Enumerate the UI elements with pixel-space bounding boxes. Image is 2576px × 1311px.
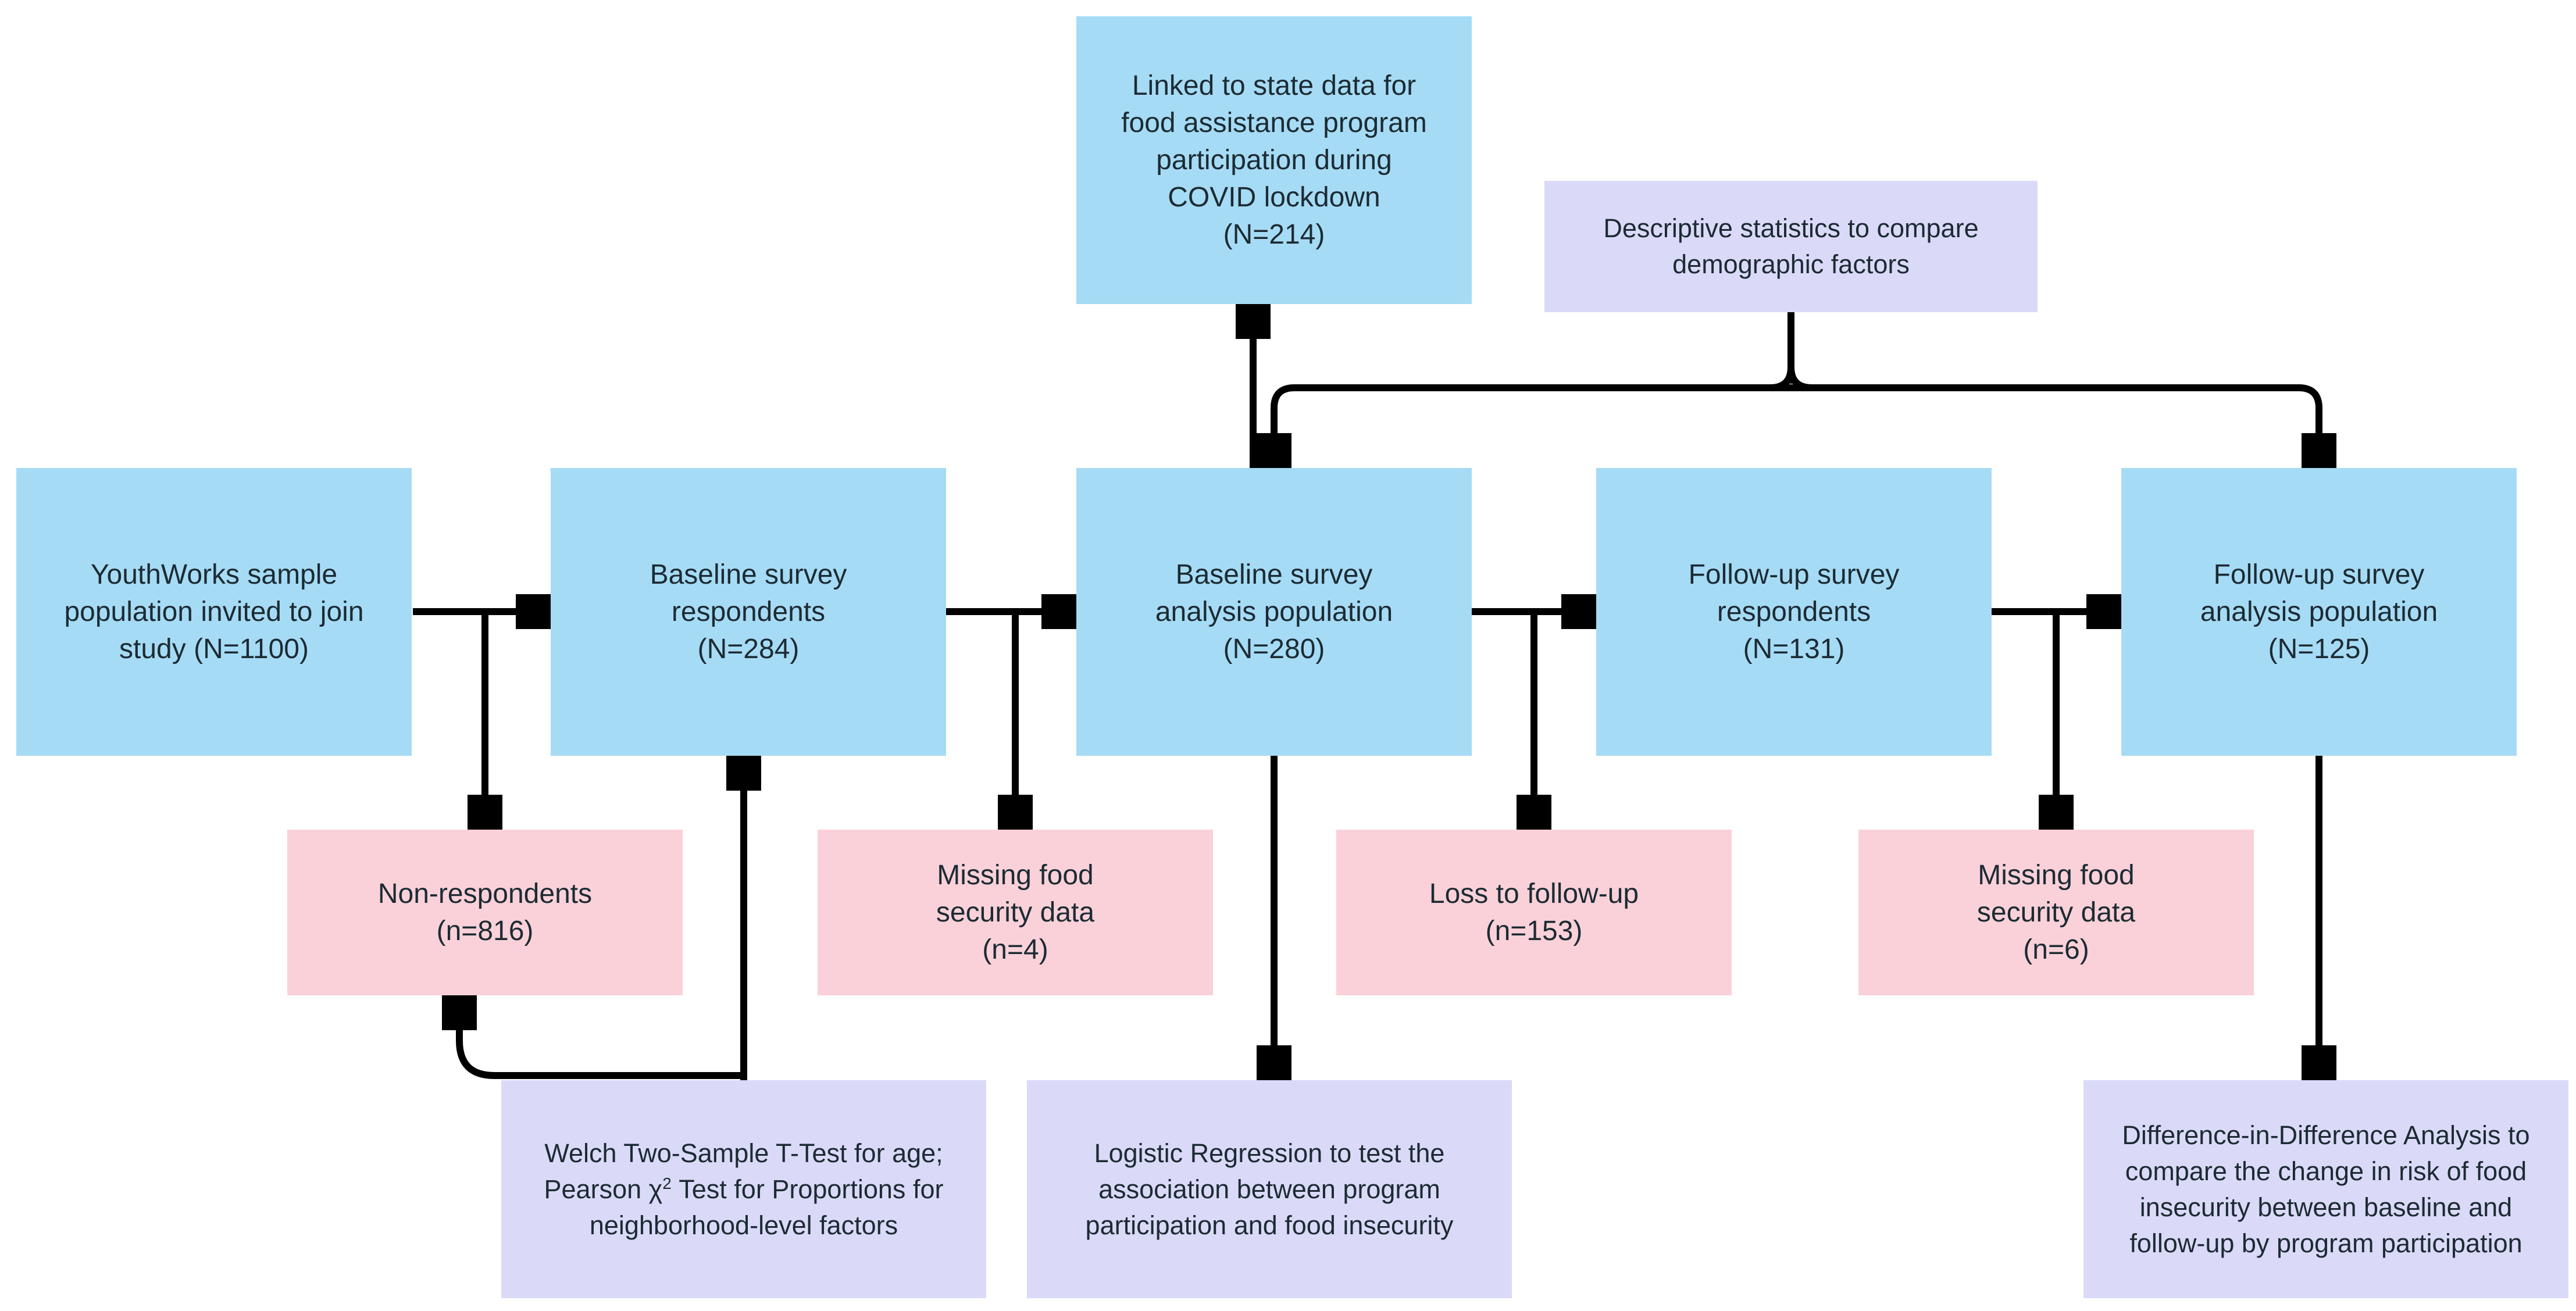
descriptive-stats-fillet-left xyxy=(1769,366,1794,391)
welch-line-2: Pearson χ2 Test for Proportions for xyxy=(544,1174,944,1204)
node-loss-to-followup: Loss to follow-up(n=153) xyxy=(1336,830,1732,995)
descriptive-stats-fillet-right xyxy=(1787,366,1813,391)
node-non-respondents: Non-respondents(n=816) xyxy=(287,830,683,995)
welch-line-3: neighborhood-level factors xyxy=(589,1210,898,1240)
arrow-welch-to-non-respondents xyxy=(459,1009,744,1079)
node-welch-test: Welch Two-Sample T-Test for age; Pearson… xyxy=(501,1080,986,1298)
arrow-descriptive-to-followup-analysis xyxy=(1791,384,2319,454)
chi-squared-superscript: 2 xyxy=(662,1174,672,1192)
arrow-descriptive-to-baseline-analysis xyxy=(1274,384,1791,454)
welch-line-1: Welch Two-Sample T-Test for age; xyxy=(544,1138,943,1168)
